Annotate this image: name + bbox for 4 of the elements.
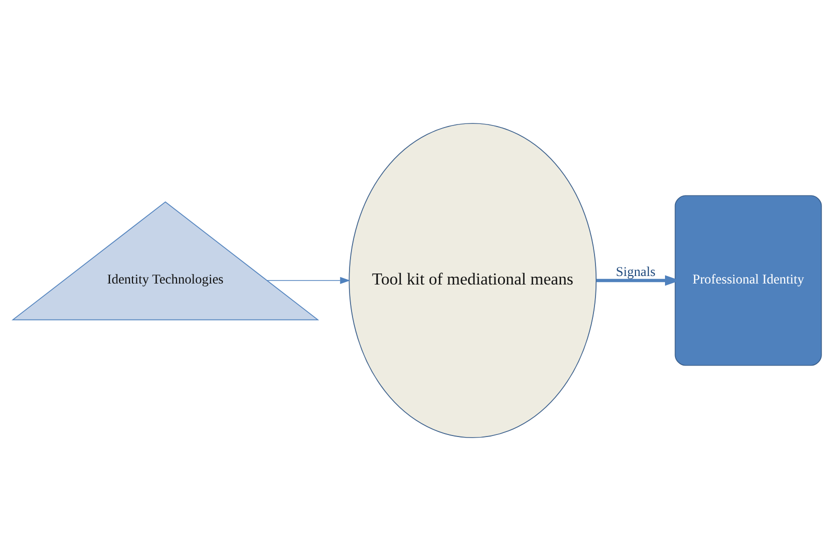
node-box: Professional Identity [674,194,822,366]
edge-label: Signals [616,264,656,279]
node-ellipse: Tool kit of mediational means [348,122,597,438]
arrow [266,276,350,284]
